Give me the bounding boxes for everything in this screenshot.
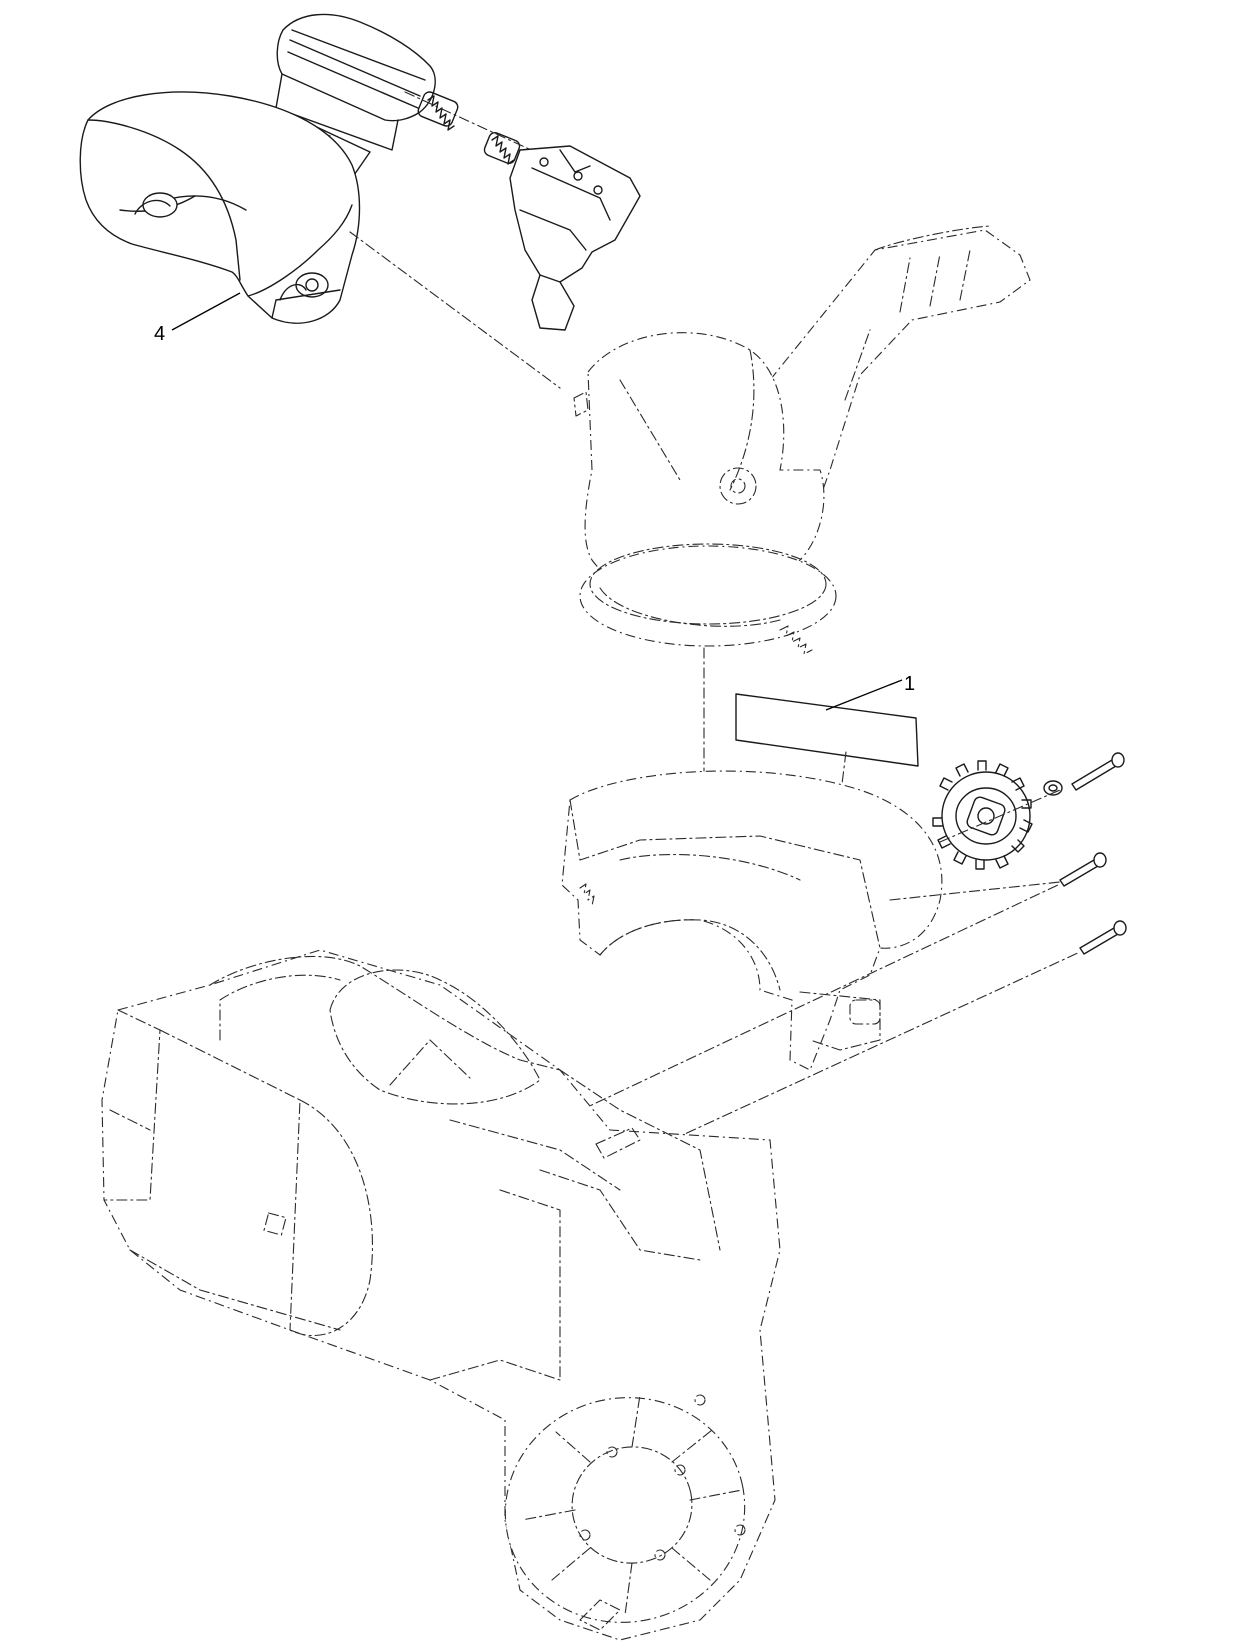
chute-collar-housing xyxy=(561,770,943,1071)
callout-4: 4 xyxy=(154,292,241,345)
callout-1-label: 1 xyxy=(904,673,915,695)
callout-4-label: 4 xyxy=(154,323,165,345)
deflector-hood-part-4: 3DE xyxy=(79,13,436,324)
screw-top xyxy=(1071,752,1125,791)
callout-1: 1 xyxy=(825,673,915,711)
chute-rotation-gear xyxy=(932,760,1033,870)
trigger-bracket xyxy=(509,145,641,331)
spring-lower xyxy=(483,131,521,165)
screw-middle xyxy=(1059,852,1107,887)
auger-housing xyxy=(101,949,781,1641)
screw-bottom xyxy=(1079,920,1127,955)
discharge-chute xyxy=(573,225,1031,655)
